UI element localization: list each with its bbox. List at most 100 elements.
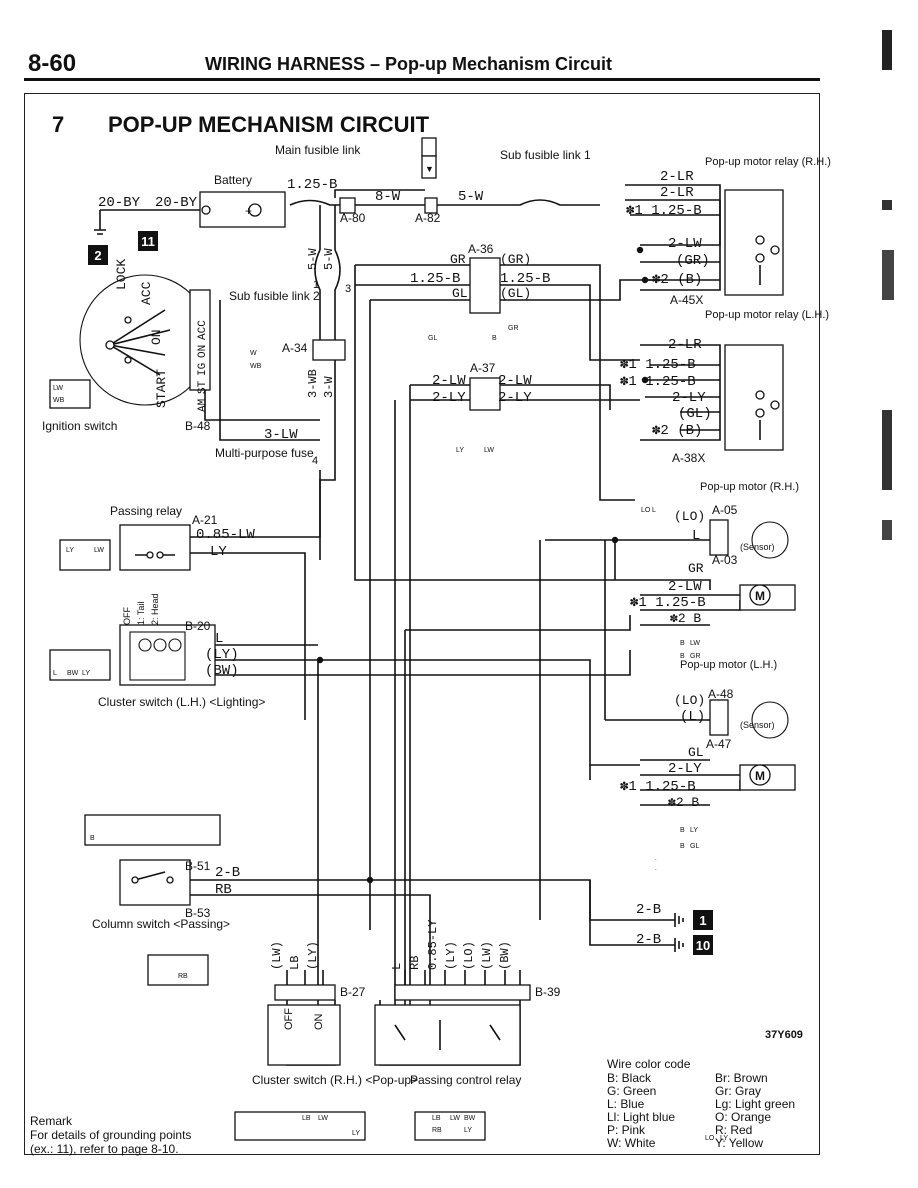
variant-mark: ✽1	[655, 859, 657, 861]
lighting-position: 2: Head	[150, 593, 160, 625]
label-motor-lh: Pop-up motor (L.H.)	[680, 659, 777, 671]
connector-pin-label: B	[680, 843, 685, 850]
lighting-position: OFF	[122, 607, 132, 625]
connector-pin-label: LW	[690, 640, 700, 647]
ignition-terminal: AM	[197, 399, 209, 412]
ground-ref-badge	[88, 245, 108, 265]
cluster-switch-lh-symbol	[49, 624, 216, 686]
label-column-switch: Column switch <Passing>	[92, 917, 230, 931]
circuit-title: POP-UP MECHANISM CIRCUIT	[108, 112, 430, 137]
label-ignition-switch: Ignition switch	[42, 419, 117, 433]
wire-label: 5-W	[322, 248, 336, 270]
connector-pin-label: LO	[641, 507, 651, 514]
connector-pin-label: B	[680, 827, 685, 834]
page-header: 8-60 WIRING HARNESS – Pop-up Mechanism C…	[0, 0, 918, 90]
label-passing-control-relay: Passing control relay	[410, 1073, 521, 1087]
cluster-switch-rh-symbol	[234, 1004, 366, 1141]
connector-pin-label: RB	[432, 1127, 442, 1134]
wire-label: (GL)	[500, 286, 531, 301]
popup-position: ON	[313, 1013, 325, 1030]
ignition-position: START	[154, 369, 169, 408]
wire-label: ✽1 1.25-B	[620, 357, 696, 373]
connector-pin-label: BW	[464, 1115, 476, 1122]
wire-label: (BW)	[205, 663, 239, 679]
svg-text:+: +	[245, 204, 252, 218]
label-sub-fusible-link-2: Sub fusible link 2	[229, 289, 320, 303]
wire-color-entry: Gr: Gray	[715, 1084, 761, 1098]
label-relay-lh: Pop-up motor relay (L.H.)	[705, 309, 829, 321]
wire-label: ✽1 1.25-B	[626, 203, 702, 219]
wire-label: (L)	[680, 709, 705, 725]
connector-pin-label: LW	[94, 547, 104, 554]
connector-pin-label: LY	[82, 670, 90, 677]
variant-mark: ✽2	[655, 869, 657, 871]
label-relay-rh: Pop-up motor relay (R.H.)	[705, 156, 831, 168]
connector-id: B-39	[535, 985, 561, 999]
label-sub-fusible-link-1: Sub fusible link 1	[500, 148, 591, 162]
wire-label: 2-LR	[660, 169, 694, 185]
wire-label: 3-WB	[306, 369, 320, 398]
connector-pin-label: LB	[432, 1115, 441, 1122]
connector-pin-label: GR	[508, 325, 519, 332]
connector-pin-label: LY	[720, 1135, 728, 1142]
fuse-number: 1	[313, 279, 319, 291]
scan-edge-marks	[880, 30, 910, 1150]
popup-motor-rh-symbol: M	[709, 519, 796, 611]
wire-label: ✽2 B	[670, 611, 701, 626]
ignition-terminal: IG	[197, 363, 209, 376]
wire-label: 3-LW	[264, 427, 298, 443]
ground-ref-badge	[693, 935, 713, 955]
label-battery: Battery	[214, 173, 252, 187]
wire-label: 0.85-LW	[196, 527, 255, 543]
fuse-number: 3	[345, 283, 351, 295]
ignition-terminal: ACC	[197, 320, 209, 340]
connector-id: A-03	[712, 553, 738, 567]
connector-pin-label: WB	[53, 397, 65, 404]
connector-id: B-53	[185, 906, 211, 920]
label-cluster-switch-popup: Cluster switch (R.H.) <Pop-up>	[252, 1073, 418, 1087]
wire-label: ✽2 (B)	[652, 423, 702, 439]
wire-label: (LO)	[674, 693, 705, 708]
wire-label: ✽1 1.25-B	[630, 595, 706, 611]
wire-label: 2-LW	[668, 236, 702, 252]
ground-ref-badge	[693, 910, 713, 930]
connector-pin-label: LO	[705, 1135, 715, 1142]
wire-label: ✽1 1.25-B	[620, 779, 696, 795]
wire-label: L	[692, 528, 700, 544]
connector-pin-label: LY	[464, 1127, 472, 1134]
connector-id: B-51	[185, 859, 211, 873]
wire-label: 1.25-B	[500, 271, 550, 287]
ground-ref-number: 2	[94, 248, 101, 263]
wire-label: 2-LW	[432, 373, 466, 389]
wire-label: (GL)	[678, 406, 712, 422]
connector-pin-label: LW	[318, 1115, 328, 1122]
wire-label: 5-W	[458, 189, 484, 205]
wire-color-entry: O: Orange	[715, 1110, 771, 1124]
wire-label: 2-LY	[668, 761, 702, 777]
connector-a34	[312, 339, 346, 361]
connector-id: A-05	[712, 503, 738, 517]
wire-label: 2-B	[215, 865, 240, 881]
label-multipurpose-fuse: Multi-purpose fuse	[215, 446, 314, 460]
wire-label: GL	[688, 745, 704, 760]
remark-text: Remark For details of grounding points (…	[30, 1114, 195, 1156]
wire-label: (LO)	[462, 941, 476, 970]
wire-label: (BW)	[498, 941, 512, 970]
connector-id: A-47	[706, 737, 732, 751]
wire-color-entry: Br: Brown	[715, 1071, 768, 1085]
wire-label: ✽1 1.25-B	[620, 374, 696, 390]
connector-pin-label: GR	[690, 653, 701, 660]
wire-color-entry: Lg: Light green	[715, 1097, 795, 1111]
wire-label: 20-BY	[98, 195, 141, 211]
wire-label: LY	[210, 544, 227, 560]
svg-text:▼: ▼	[425, 164, 434, 174]
svg-text:M: M	[755, 589, 765, 603]
connector-pin-label: GL	[690, 843, 699, 850]
wire-label: (GR)	[676, 253, 710, 269]
connector-b27	[274, 984, 336, 1001]
connector-pin-label: LW	[53, 385, 63, 392]
connector-id: A-37	[470, 361, 496, 375]
wire-label: 2-B	[636, 932, 661, 948]
